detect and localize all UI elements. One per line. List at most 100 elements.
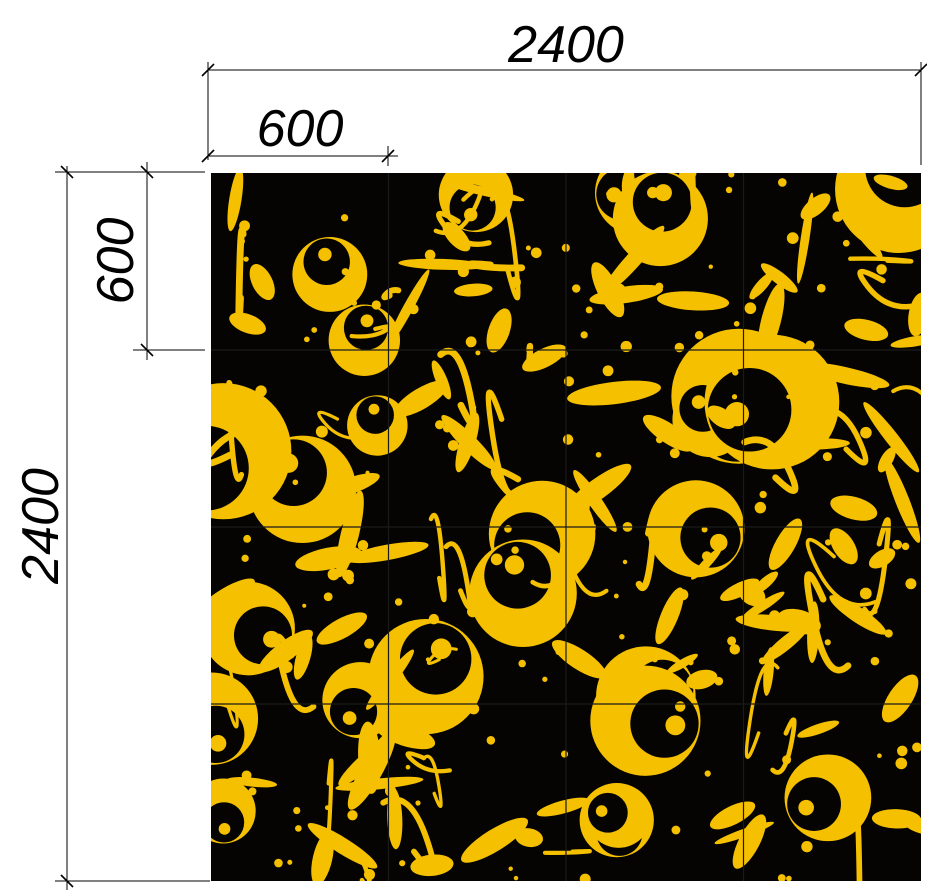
dot-shape <box>708 264 713 269</box>
dot-shape <box>824 639 831 646</box>
dot-shape <box>613 593 619 599</box>
dot-shape <box>793 408 802 417</box>
dot-shape <box>671 825 681 835</box>
leaf-shape <box>757 283 785 359</box>
dot-shape <box>457 265 469 278</box>
leaf-shape <box>321 473 380 499</box>
dot-shape <box>274 858 283 868</box>
dimension-label-total-height: 2400 <box>12 468 70 585</box>
dot-shape <box>340 214 349 222</box>
dot-shape <box>728 173 735 178</box>
swirl-hollow <box>632 173 692 232</box>
dot-shape <box>508 866 513 871</box>
dot-shape <box>529 361 534 366</box>
dot-shape <box>622 559 628 565</box>
dot-shape <box>674 342 685 353</box>
dot-shape <box>585 306 593 314</box>
leaf-shape <box>461 817 529 863</box>
leaf-shape <box>249 263 275 301</box>
leaf-shape <box>523 612 556 637</box>
dot-shape <box>781 554 786 559</box>
dot-shape <box>613 283 626 296</box>
dot-shape <box>655 282 664 291</box>
dot-shape <box>241 554 249 562</box>
leaf-shape <box>394 380 449 417</box>
dot-shape <box>687 659 694 666</box>
dimension-label-tile-height: 600 <box>87 218 145 305</box>
dot-shape <box>769 610 781 622</box>
swirl-bud <box>185 466 210 491</box>
dot-shape <box>606 190 613 198</box>
dot-shape <box>905 578 917 590</box>
dot-shape <box>870 656 880 666</box>
dot-shape <box>364 638 375 649</box>
dot-shape <box>884 629 893 638</box>
dot-shape <box>786 394 791 400</box>
dot-shape <box>750 294 756 300</box>
dot-shape <box>805 340 815 350</box>
dot-shape <box>241 770 252 781</box>
tendril-shape <box>485 389 526 500</box>
dot-shape <box>744 302 757 315</box>
dot-shape <box>443 424 452 433</box>
dot-shape <box>511 546 519 554</box>
leaf-shape <box>454 283 493 297</box>
dot-shape <box>323 592 333 602</box>
dot-shape <box>465 336 477 348</box>
dot-shape <box>595 391 606 402</box>
dot-shape <box>530 830 535 836</box>
leaf-shape <box>642 414 694 452</box>
dot-shape <box>678 507 684 513</box>
dot-shape <box>647 186 659 199</box>
leaf-shape <box>798 362 890 389</box>
dot-shape <box>842 239 850 247</box>
dot-shape <box>490 553 503 566</box>
leaf-shape <box>830 495 878 521</box>
leaf-shape <box>829 595 887 635</box>
swirl-hollow <box>707 367 792 452</box>
dot-shape <box>468 703 480 715</box>
leaf-shape <box>890 334 921 348</box>
swirl-hollow <box>787 777 841 831</box>
swirl-hollow <box>356 396 394 434</box>
dot-shape <box>341 268 349 276</box>
dot-shape <box>280 661 293 673</box>
swirl-bud <box>691 395 706 409</box>
tendril-shape <box>380 796 437 873</box>
dot-shape <box>248 787 257 796</box>
tendril-shape <box>862 517 891 617</box>
dot-shape <box>725 186 733 194</box>
leaf-shape <box>797 720 840 738</box>
dot-shape <box>293 806 301 815</box>
dot-shape <box>224 389 234 399</box>
dot-shape <box>525 245 531 251</box>
tendril-shape <box>436 210 492 247</box>
tendril-shape <box>467 260 526 272</box>
leaf-shape <box>657 291 730 311</box>
leaf-shape <box>591 262 625 318</box>
dot-shape <box>311 327 318 333</box>
dot-shape <box>292 479 299 486</box>
dimension-tile-height: 600 <box>87 162 205 360</box>
tendril-shape <box>556 507 609 597</box>
dot-shape <box>729 644 741 655</box>
leaf-shape <box>387 788 403 850</box>
dot-shape <box>384 785 397 797</box>
dimension-tile-width: 600 <box>201 100 398 166</box>
leaf-shape <box>567 380 661 406</box>
tendril-shape <box>437 347 478 428</box>
dot-shape <box>572 284 581 293</box>
tendril-shape <box>211 426 274 467</box>
tendril-shape <box>530 500 590 589</box>
tendril-shape <box>812 407 869 466</box>
dot-shape <box>345 575 355 585</box>
swirl-bud <box>211 735 227 752</box>
dot-shape <box>513 875 519 881</box>
dot-shape <box>294 825 302 832</box>
dot-shape <box>486 736 496 745</box>
tendril-shape <box>322 758 334 852</box>
leaf-shape <box>868 548 896 569</box>
leaf-shape <box>800 193 831 220</box>
tendril-shape <box>891 385 921 396</box>
